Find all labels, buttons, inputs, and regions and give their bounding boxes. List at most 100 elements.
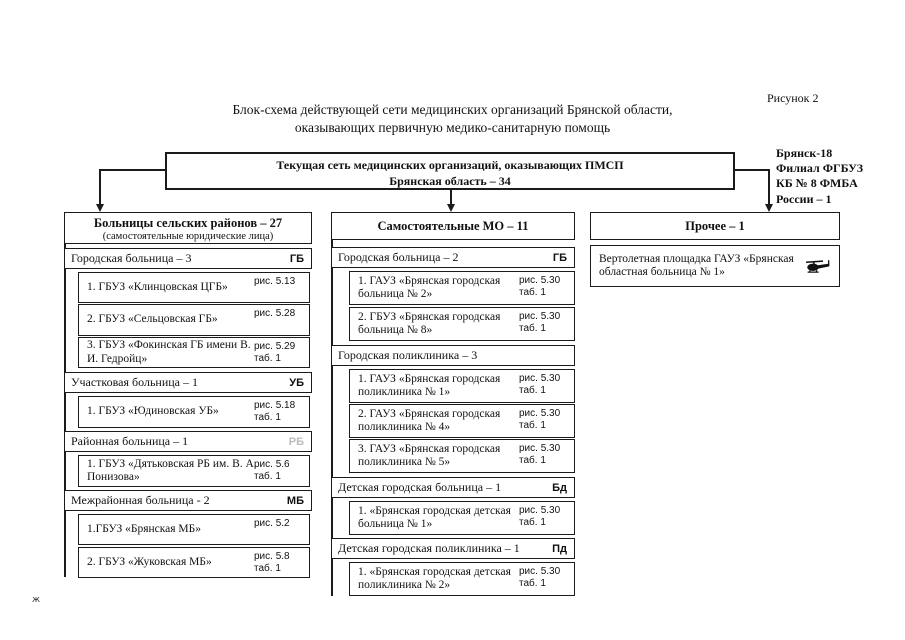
tab-ref: таб. 1 <box>254 471 281 482</box>
fig-ref: рис. 5.28 <box>254 308 296 319</box>
fig-ref: рис. 5.30 <box>519 311 561 322</box>
group-label: Городская больница – 3 <box>71 251 192 265</box>
tab-ref: таб. 1 <box>519 385 546 396</box>
org-refs: рис. 5.2 <box>254 518 304 530</box>
group-children-hospital: Детская городская больница – 1 Бд <box>331 477 575 498</box>
column-header-rural-hospitals: Больницы сельских районов – 27 (самостоя… <box>64 212 312 244</box>
title-line-2: оказывающих первичную медико-санитарную … <box>294 120 611 135</box>
org-refs: рис. 5.28 <box>254 308 304 320</box>
group-label: Городская больница – 2 <box>338 250 459 264</box>
root-node: Текущая сеть медицинских организаций, ок… <box>165 152 735 190</box>
group-label: Участковая больница – 1 <box>71 375 199 389</box>
org-name: 3. ГАУЗ «Брянская городская поликлиника … <box>358 442 501 469</box>
column-header-title: Больницы сельских районов – 27 <box>93 216 283 230</box>
arrow-down-icon <box>446 204 455 212</box>
org-refs: рис. 5.13 <box>254 276 304 288</box>
connector-left-v <box>99 169 101 205</box>
org-name: 2. ГБУЗ «Сельцовская ГБ» <box>87 313 218 326</box>
org-item: 1. ГАУЗ «Брянская городская больница № 2… <box>349 271 575 305</box>
group-badge: РБ <box>288 435 304 448</box>
group-interdistrict-hospital: Межрайонная больница - 2 МБ <box>64 490 312 511</box>
org-item: 1. «Брянская городская детская поликлини… <box>349 562 575 596</box>
org-name: 1. ГБУЗ «Дятьковская РБ им. В. А. Понизо… <box>87 457 257 484</box>
group-badge: ГБ <box>289 252 304 265</box>
group-badge: Пд <box>552 542 567 555</box>
tab-ref: таб. 1 <box>519 420 546 431</box>
org-item: 1. ГБУЗ «Клинцовская ЦГБ» рис. 5.13 <box>78 272 310 303</box>
arrow-down-icon <box>95 204 104 212</box>
page-artifact: ж <box>32 595 41 605</box>
group-children-polyclinic: Детская городская поликлиника – 1 Пд <box>331 538 575 559</box>
org-name: 1.ГБУЗ «Брянская МБ» <box>87 522 202 535</box>
figure-label: Рисунок 2 <box>767 91 819 105</box>
group-badge: УБ <box>289 376 304 389</box>
column-header-other: Прочее – 1 <box>590 212 840 240</box>
org-name: 1. ГБУЗ «Клинцовская ЦГБ» <box>87 280 228 293</box>
group-label: Детская городская поликлиника – 1 <box>338 541 520 555</box>
connector-right-h <box>735 169 770 171</box>
org-name: 1. ГАУЗ «Брянская городская поликлиника … <box>358 372 501 399</box>
side-note-line: Брянск-18 <box>776 146 833 160</box>
org-item: 1. «Брянская городская детская больница … <box>349 501 575 535</box>
diagram-title: Блок-схема действующей сети медицинских … <box>140 101 765 137</box>
org-item: 2. ГАУЗ «Брянская городская поликлиника … <box>349 404 575 438</box>
side-note: Брянск-18 Филиал ФГБУЗ КБ № 8 ФМБА Росси… <box>776 146 886 207</box>
connector-mid-v <box>450 190 452 205</box>
fig-ref: рис. 5.30 <box>519 566 561 577</box>
group-district-hospital: Районная больница – 1 РБ <box>64 431 312 452</box>
org-item: 2. ГБУЗ «Сельцовская ГБ» рис. 5.28 <box>78 304 310 336</box>
org-name: 3. ГБУЗ «Фокинская ГБ имени В. И. Гедрой… <box>87 339 251 365</box>
group-label: Детская городская больница – 1 <box>338 480 502 494</box>
side-note-line: России – 1 <box>776 191 832 206</box>
fig-ref: рис. 5.18 <box>254 400 296 411</box>
fig-ref: рис. 5.30 <box>519 505 561 516</box>
group-city-polyclinic: Городская поликлиника – 3 <box>331 345 575 366</box>
group-label: Городская поликлиника – 3 <box>338 348 478 362</box>
tab-ref: таб. 1 <box>519 287 546 298</box>
title-line-1: Блок-схема действующей сети медицинских … <box>232 102 673 117</box>
tab-ref: таб. 1 <box>519 517 546 528</box>
fig-ref: рис. 5.29 <box>254 341 296 352</box>
helicopter-icon <box>805 259 831 280</box>
root-line-1: Текущая сеть медицинских организаций, ок… <box>276 158 624 172</box>
side-note-line: КБ № 8 ФМБА <box>776 176 858 191</box>
group-label: Межрайонная больница - 2 <box>71 493 210 507</box>
org-item: 1. ГБУЗ «Дятьковская РБ им. В. А. Понизо… <box>78 455 310 487</box>
org-name: 1. «Брянская городская детская больница … <box>358 504 511 531</box>
fig-ref: рис. 5.30 <box>519 373 561 384</box>
org-item: 3. ГБУЗ «Фокинская ГБ имени В. И. Гедрой… <box>78 337 310 368</box>
tab-ref: таб. 1 <box>254 412 281 423</box>
column-header-subtitle: (самостоятельные юридические лица) <box>102 231 274 242</box>
tab-ref: таб. 1 <box>519 455 546 466</box>
org-item: 2. ГБУЗ «Брянская городская больница № 8… <box>349 307 575 341</box>
fig-ref: рис. 5.30 <box>519 443 561 454</box>
fig-ref: рис. 5.30 <box>519 408 561 419</box>
org-item: 1.ГБУЗ «Брянская МБ» рис. 5.2 <box>78 514 310 545</box>
connector-left-h <box>100 169 166 171</box>
group-badge: ГБ <box>552 251 567 264</box>
group-label: Районная больница – 1 <box>71 434 189 448</box>
org-name: 2. ГБУЗ «Жуковская МБ» <box>87 555 212 568</box>
column-spine <box>331 239 333 596</box>
tab-ref: таб. 1 <box>254 563 281 574</box>
tab-ref: таб. 1 <box>519 578 546 589</box>
column-spine <box>64 243 66 577</box>
column-header-independent-mo: Самостоятельные МО – 11 <box>331 212 575 240</box>
org-name: 2. ГАУЗ «Брянская городская поликлиника … <box>358 407 501 434</box>
group-badge: Бд <box>552 481 567 494</box>
tab-ref: таб. 1 <box>519 323 546 334</box>
root-line-2: Брянская область – 34 <box>389 174 511 188</box>
group-badge: МБ <box>286 494 304 507</box>
